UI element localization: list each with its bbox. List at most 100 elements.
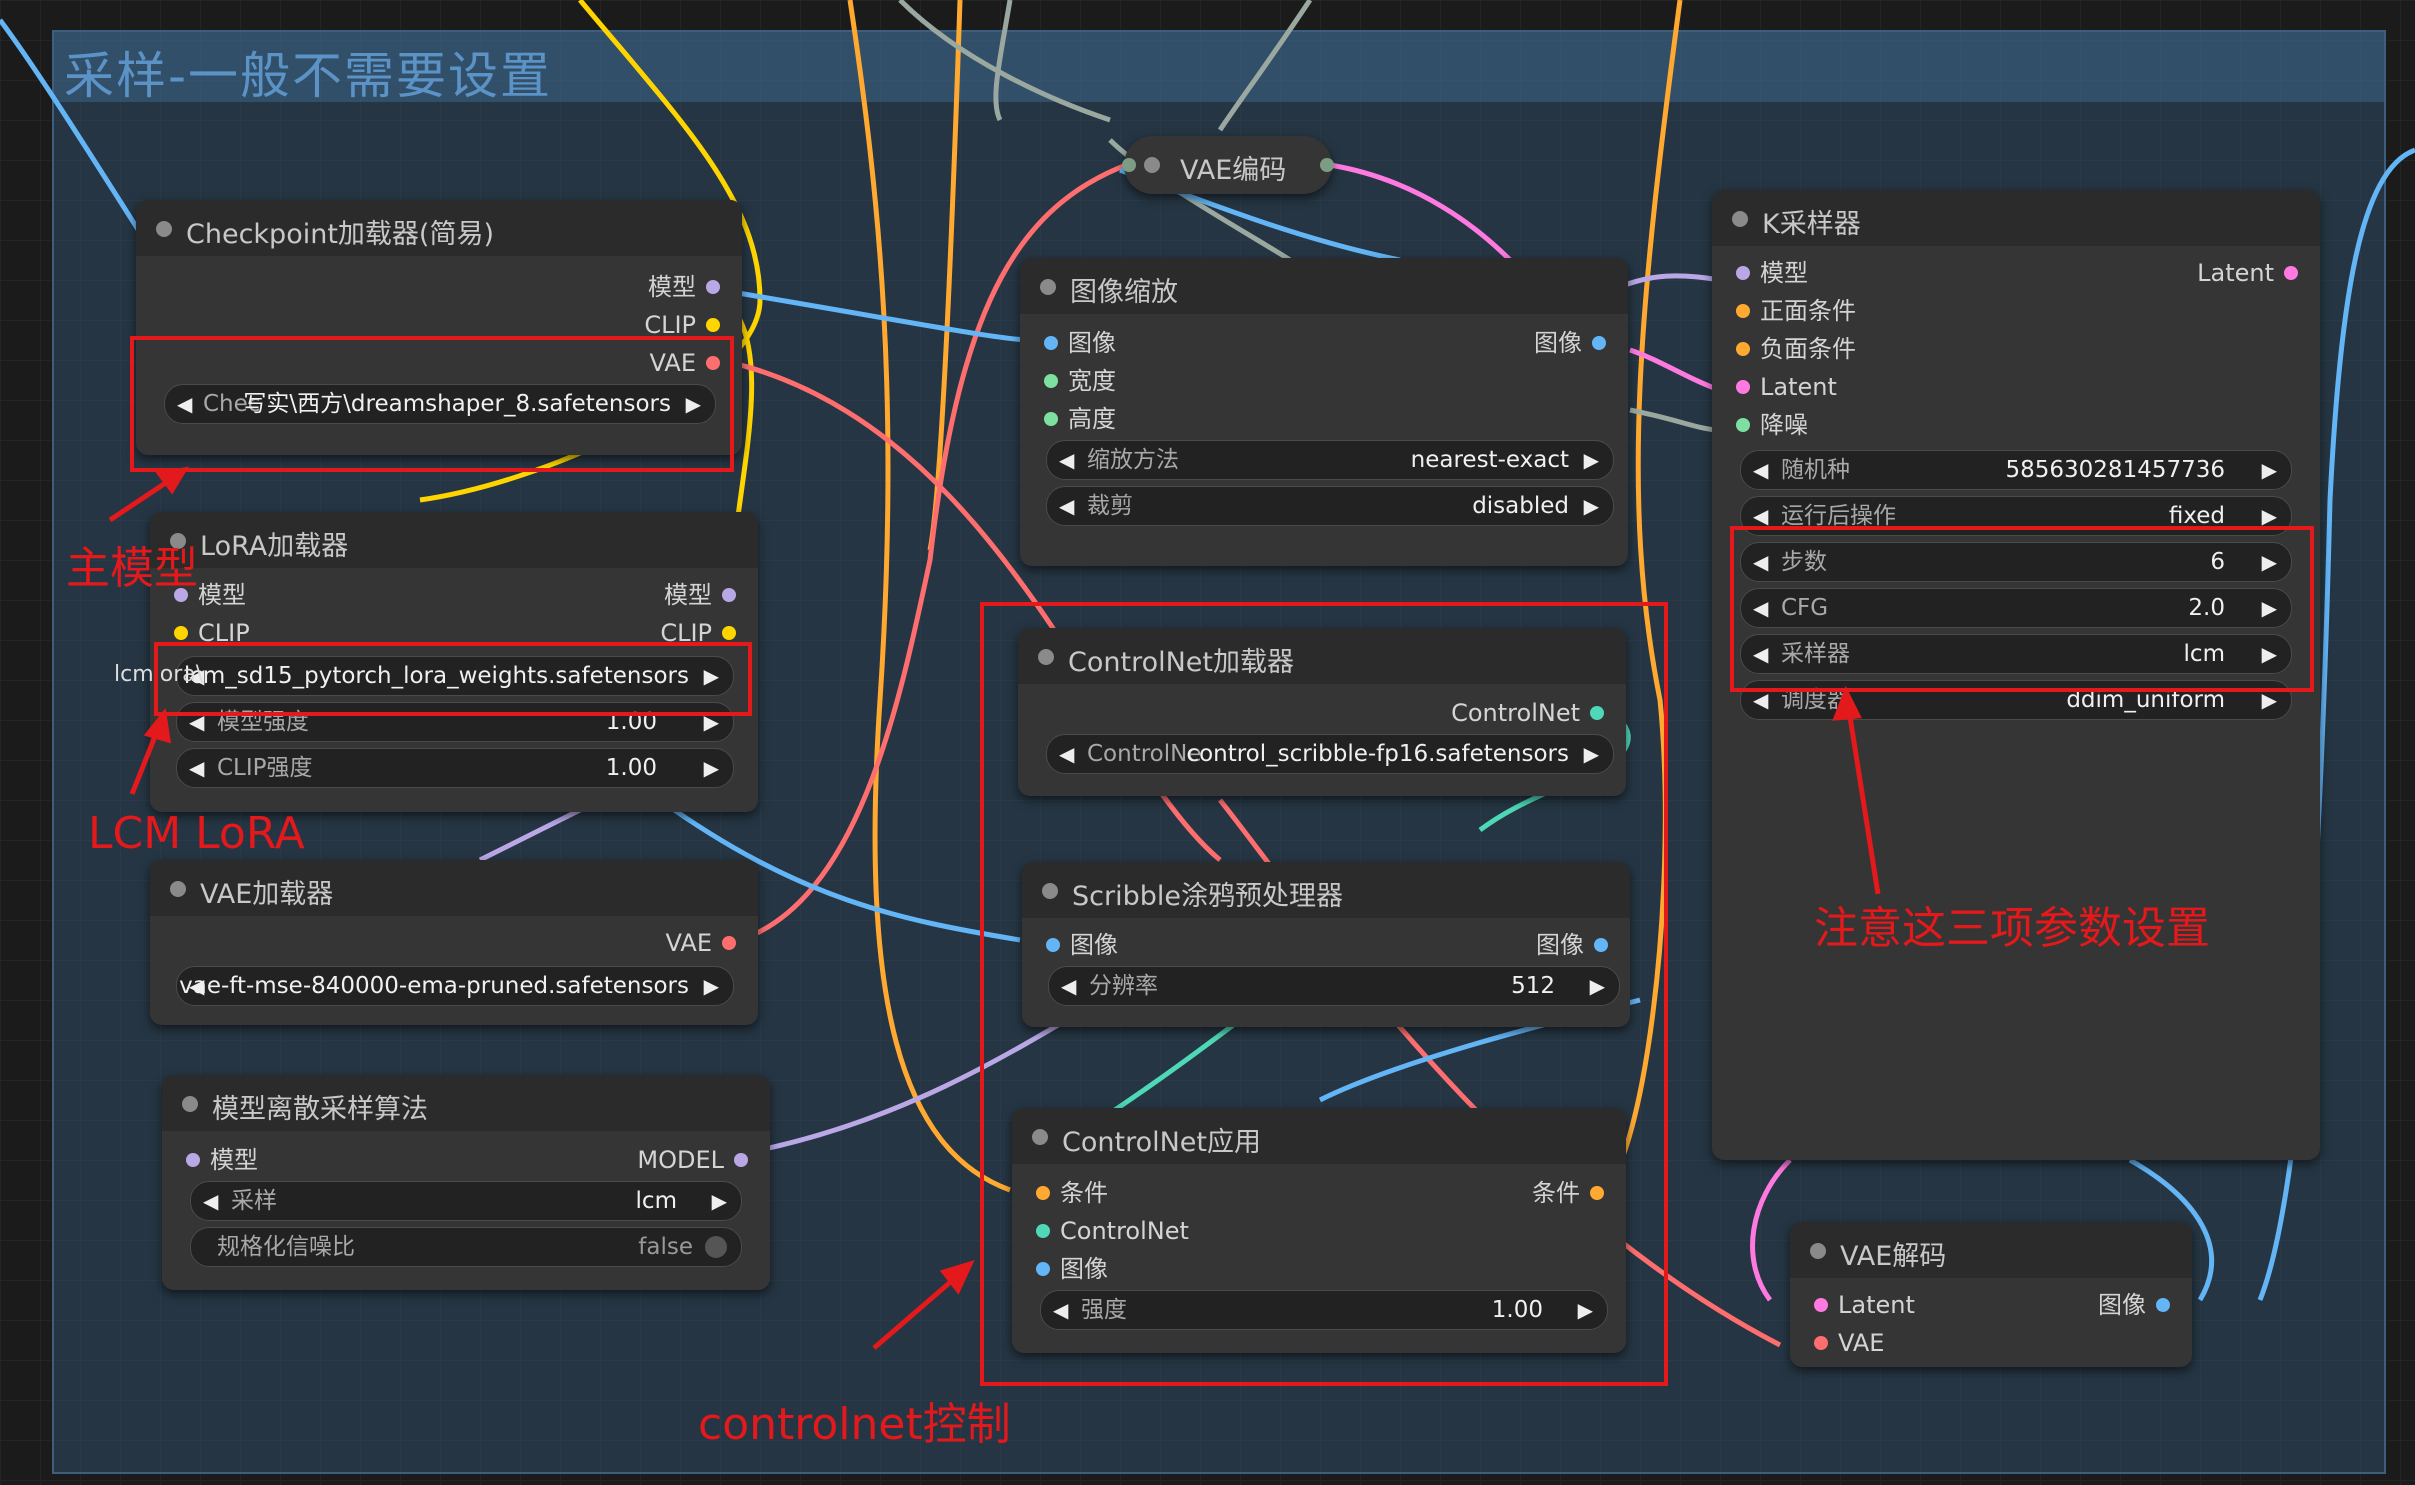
lora-name-combo[interactable]: ◀ lcm_sd15_pytorch_lora_weights.safetens… — [176, 656, 734, 696]
node-image-scale[interactable]: 图像缩放 图像 宽度 高度 图像 ◀ 缩放方法 nearest-exact ▶ … — [1020, 258, 1628, 566]
crop-combo[interactable]: ◀ 裁剪 disabled ▶ — [1046, 486, 1614, 526]
collapse-dot-icon[interactable] — [1810, 1243, 1826, 1259]
arrow-left-icon[interactable]: ◀ — [189, 664, 205, 688]
arrow-left-icon[interactable]: ◀ — [1753, 504, 1769, 528]
slot-dot-icon[interactable] — [1814, 1336, 1828, 1350]
arrow-right-icon[interactable]: ▶ — [2261, 504, 2277, 528]
seed-number[interactable]: ◀ 随机种 585630281457736 ▶ — [1740, 450, 2292, 490]
node-controlnet-apply[interactable]: ControlNet应用 条件 ControlNet 图像 条件 ◀ 强度 1.… — [1012, 1108, 1626, 1353]
node-header[interactable]: Scribble涂鸦预处理器 — [1022, 862, 1630, 918]
group-header[interactable]: 采样-一般不需要设置 — [54, 32, 2384, 105]
slot-dot-icon[interactable] — [1036, 1262, 1050, 1276]
node-vae-decode[interactable]: VAE解码 Latent VAE 图像 — [1790, 1222, 2192, 1367]
arrow-right-icon[interactable]: ▶ — [1583, 448, 1599, 472]
arrow-left-icon[interactable]: ◀ — [189, 974, 205, 998]
slot-dot-icon[interactable] — [174, 588, 188, 602]
slot-dot-icon[interactable] — [1814, 1298, 1828, 1312]
slot-dot-icon[interactable] — [706, 280, 720, 294]
collapse-dot-icon[interactable] — [182, 1096, 198, 1112]
slot-dot-icon[interactable] — [1320, 158, 1334, 172]
arrow-left-icon[interactable]: ◀ — [1059, 742, 1075, 766]
arrow-right-icon[interactable]: ▶ — [2261, 688, 2277, 712]
slot-dot-icon[interactable] — [1736, 342, 1750, 356]
arrow-right-icon[interactable]: ▶ — [703, 756, 719, 780]
node-controlnet-loader[interactable]: ControlNet加载器 ControlNet ◀ ControlNe con… — [1018, 628, 1626, 796]
slot-dot-icon[interactable] — [722, 626, 736, 640]
node-header[interactable]: VAE加载器 — [150, 860, 758, 916]
slot-dot-icon[interactable] — [1736, 418, 1750, 432]
node-header[interactable]: 图像缩放 — [1020, 258, 1628, 314]
arrow-left-icon[interactable]: ◀ — [1053, 1298, 1069, 1322]
node-vae-loader[interactable]: VAE加载器 VAE ◀ vae-ft-mse-840000-ema-prune… — [150, 860, 758, 1025]
node-header[interactable]: 模型离散采样算法 — [162, 1075, 770, 1131]
sampling-combo[interactable]: ◀ 采样 lcm ▶ — [190, 1181, 742, 1221]
arrow-left-icon[interactable]: ◀ — [1059, 494, 1075, 518]
upscale-method-combo[interactable]: ◀ 缩放方法 nearest-exact ▶ — [1046, 440, 1614, 480]
arrow-right-icon[interactable]: ▶ — [2261, 596, 2277, 620]
slot-dot-icon[interactable] — [186, 1153, 200, 1167]
arrow-left-icon[interactable]: ◀ — [189, 756, 205, 780]
collapse-dot-icon[interactable] — [1032, 1129, 1048, 1145]
arrow-left-icon[interactable]: ◀ — [203, 1189, 219, 1213]
arrow-left-icon[interactable]: ◀ — [1753, 642, 1769, 666]
ckpt-name-combo[interactable]: ◀ Chec 写实\西方\dreamshaper_8.safetensors ▶ — [164, 384, 716, 424]
zsnr-toggle[interactable]: 规格化信噪比 false — [190, 1227, 742, 1267]
slot-dot-icon[interactable] — [1036, 1186, 1050, 1200]
arrow-left-icon[interactable]: ◀ — [189, 710, 205, 734]
slot-dot-icon[interactable] — [2284, 266, 2298, 280]
slot-dot-icon[interactable] — [1046, 938, 1060, 952]
node-header[interactable]: LoRA加载器 — [150, 512, 758, 568]
slot-dot-icon[interactable] — [1122, 158, 1136, 172]
cfg-number[interactable]: ◀ CFG 2.0 ▶ — [1740, 588, 2292, 628]
resolution-number[interactable]: ◀ 分辨率 512 ▶ — [1048, 966, 1620, 1006]
node-header[interactable]: VAE解码 — [1790, 1222, 2192, 1278]
node-vae-encode[interactable]: VAE编码 — [1122, 136, 1334, 194]
arrow-right-icon[interactable]: ▶ — [685, 392, 701, 416]
slot-dot-icon[interactable] — [734, 1153, 748, 1167]
sampler-name-combo[interactable]: ◀ 采样器 lcm ▶ — [1740, 634, 2292, 674]
node-header[interactable]: ControlNet应用 — [1012, 1108, 1626, 1164]
collapse-dot-icon[interactable] — [170, 881, 186, 897]
collapse-dot-icon[interactable] — [1732, 211, 1748, 227]
arrow-right-icon[interactable]: ▶ — [703, 710, 719, 734]
node-lora-loader[interactable]: LoRA加载器 模型 CLIP 模型 CLIP ◀ lcm_sd15_pytor… — [114, 512, 758, 812]
arrow-right-icon[interactable]: ▶ — [1583, 494, 1599, 518]
collapse-dot-icon[interactable] — [1038, 649, 1054, 665]
slot-dot-icon[interactable] — [1592, 336, 1606, 350]
collapse-dot-icon[interactable] — [156, 221, 172, 237]
collapse-dot-icon[interactable] — [1040, 279, 1056, 295]
arrow-right-icon[interactable]: ▶ — [2261, 458, 2277, 482]
slot-dot-icon[interactable] — [1044, 412, 1058, 426]
steps-number[interactable]: ◀ 步数 6 ▶ — [1740, 542, 2292, 582]
strength-number[interactable]: ◀ 强度 1.00 ▶ — [1040, 1290, 1608, 1330]
node-model-sampling-discrete[interactable]: 模型离散采样算法 模型 MODEL ◀ 采样 lcm ▶ 规格化信噪比 fals… — [162, 1075, 770, 1290]
slot-dot-icon[interactable] — [1736, 266, 1750, 280]
node-header[interactable]: Checkpoint加载器(简易) — [136, 200, 742, 256]
arrow-left-icon[interactable]: ◀ — [1753, 550, 1769, 574]
arrow-right-icon[interactable]: ▶ — [703, 664, 719, 688]
arrow-left-icon[interactable]: ◀ — [1753, 596, 1769, 620]
slot-dot-icon[interactable] — [1594, 938, 1608, 952]
node-checkpoint-loader[interactable]: Checkpoint加载器(简易) 模型 CLIP VAE ◀ Chec 写实\… — [136, 200, 742, 455]
arrow-left-icon[interactable]: ◀ — [1061, 974, 1077, 998]
toggle-knob-icon[interactable] — [705, 1236, 727, 1258]
arrow-right-icon[interactable]: ▶ — [1577, 1298, 1593, 1322]
slot-dot-icon[interactable] — [706, 318, 720, 332]
vae-name-combo[interactable]: ◀ vae-ft-mse-840000-ema-pruned.safetenso… — [176, 966, 734, 1006]
slot-dot-icon[interactable] — [2156, 1298, 2170, 1312]
slot-dot-icon[interactable] — [1044, 336, 1058, 350]
collapse-dot-icon[interactable] — [1042, 883, 1058, 899]
node-header[interactable]: K采样器 — [1712, 190, 2320, 246]
collapse-dot-icon[interactable] — [170, 533, 186, 549]
slot-dot-icon[interactable] — [1590, 706, 1604, 720]
arrow-left-icon[interactable]: ◀ — [1753, 688, 1769, 712]
controlnet-name-combo[interactable]: ◀ ControlNe control_scribble-fp16.safete… — [1046, 734, 1614, 774]
node-ksampler[interactable]: K采样器 模型 正面条件 负面条件 Latent 降噪 Latent ◀ 随机种… — [1712, 190, 2320, 1160]
node-header[interactable]: ControlNet加载器 — [1018, 628, 1626, 684]
slot-dot-icon[interactable] — [722, 936, 736, 950]
slot-dot-icon[interactable] — [1044, 374, 1058, 388]
arrow-right-icon[interactable]: ▶ — [1583, 742, 1599, 766]
node-scribble-preprocessor[interactable]: Scribble涂鸦预处理器 图像 图像 ◀ 分辨率 512 ▶ — [1022, 862, 1630, 1027]
arrow-right-icon[interactable]: ▶ — [2261, 550, 2277, 574]
arrow-right-icon[interactable]: ▶ — [711, 1189, 727, 1213]
